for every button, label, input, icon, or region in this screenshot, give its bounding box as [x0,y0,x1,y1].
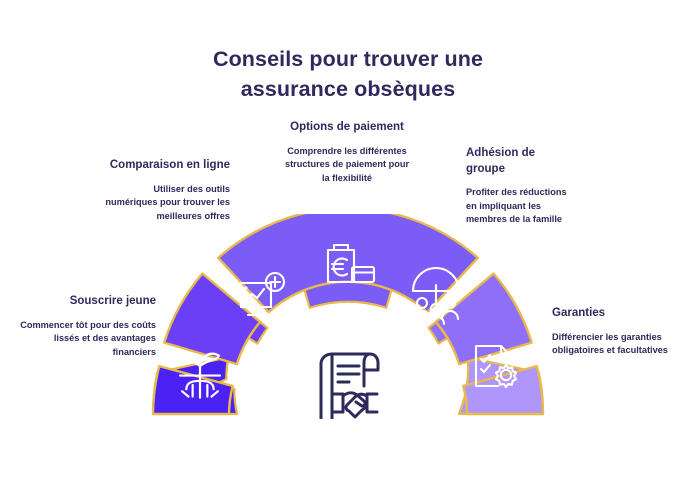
segment-heading-4: Adhésion de groupe [466,147,536,175]
segment-heading-3: Options de paiement [290,121,404,133]
checklist-gear-icon [474,344,518,389]
segment-heading-5: Garanties [552,307,606,319]
segment-description-1: Commencer tôt pour des coûts lissés et d… [20,319,156,357]
segment-label-1: Souscrire jeune Commencer tôt pour des c… [16,294,156,359]
page-title: Conseils pour trouver une assurance obsè… [0,44,696,104]
monitor-compare-icon [239,271,286,317]
segment-description-5: Différencier les garanties obligatoires … [552,331,668,356]
umbrella-family-icon [411,267,461,326]
segment-label-5: Garanties Différencier les garanties obl… [552,306,686,358]
contract-handshake-icon [319,352,380,419]
euro-wallet-card-icon [326,243,376,284]
wheel-wedge-5[interactable] [462,364,545,416]
segment-label-4: Adhésion de groupe Profiter des réductio… [466,146,570,227]
sprout-growth-icon [178,352,222,399]
segment-label-2: Comparaison en ligne Utiliser des outils… [104,158,230,223]
segment-description-4: Profiter des réductions en impliquant le… [466,187,567,224]
wheel-wedge-2[interactable] [163,272,262,366]
segment-heading-2: Comparaison en ligne [109,159,230,171]
segment-description-2: Utiliser des outils numériques pour trou… [105,183,230,221]
page-title-line-2: assurance obsèques [240,77,456,101]
wheel-wedge-4[interactable] [434,272,533,366]
semicircle-wheel [148,214,548,419]
segment-description-3: Comprendre les différentes structures de… [284,145,410,183]
segment-label-3: Options de paiement Comprendre les diffé… [282,120,412,185]
page-title-line-1: Conseils pour trouver une [212,47,484,71]
segment-heading-1: Souscrire jeune [69,295,156,307]
